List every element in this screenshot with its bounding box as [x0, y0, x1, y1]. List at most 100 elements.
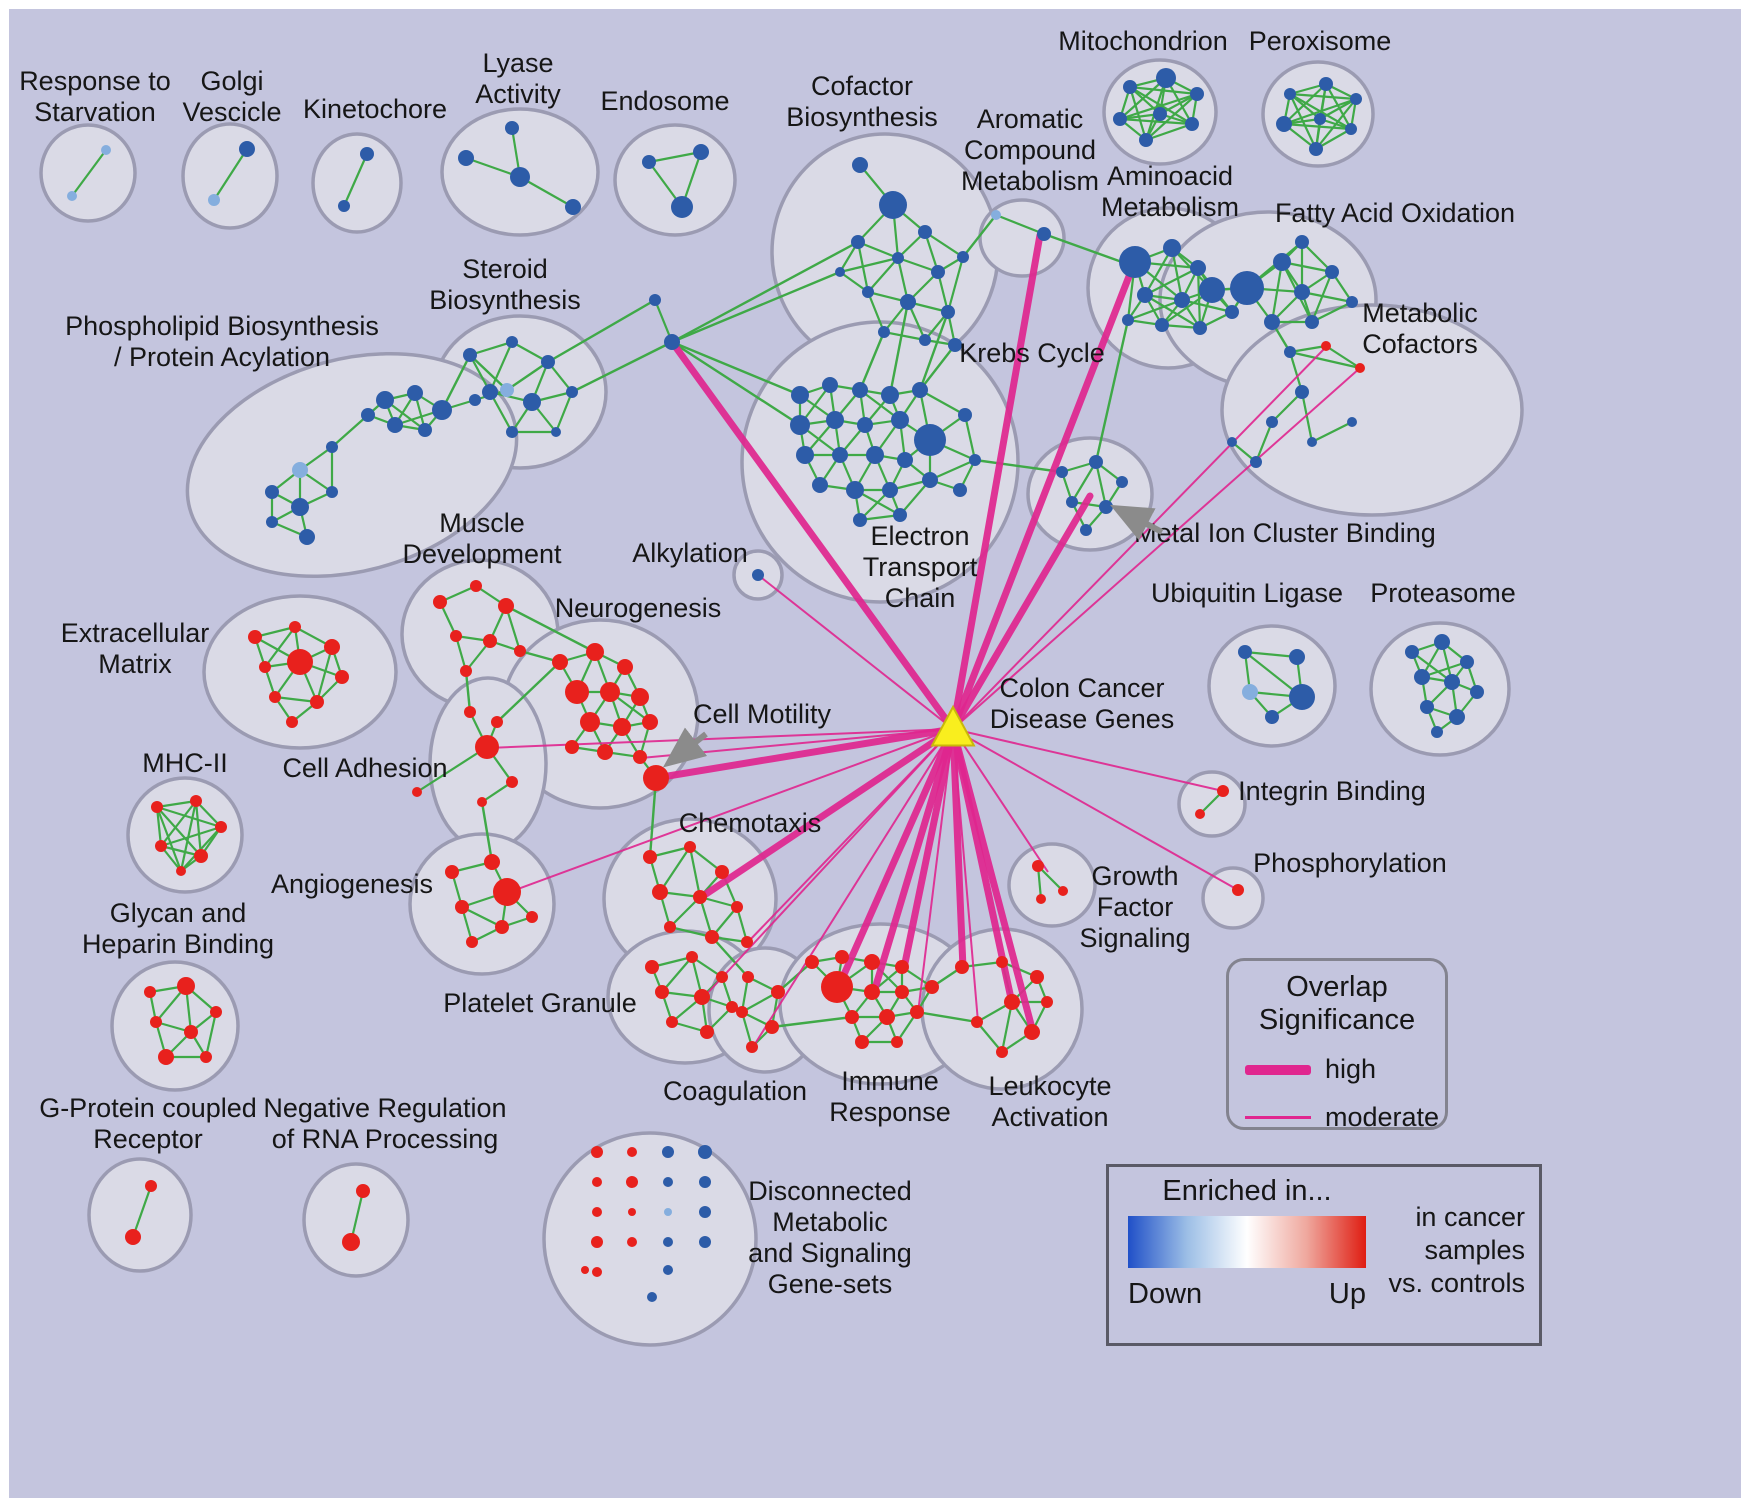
peroxisome-node: [1309, 142, 1323, 156]
chemotaxis-node: [731, 901, 743, 913]
leukocyte-activation-node: [1024, 1024, 1040, 1040]
metabolic-cofactors-edge: [1325, 345, 1361, 369]
metabolic-cofactors-edge: [1289, 350, 1361, 370]
cell-adhesion-node: [477, 797, 487, 807]
cell-adhesion-node: [491, 716, 503, 728]
overlap-edge-moderate: [752, 728, 954, 1048]
phospholipid-biosynthesis-node: [407, 385, 423, 401]
metal-ion-cluster-binding-edge: [1094, 461, 1108, 508]
extracellular-matrix-node: [269, 691, 281, 703]
metal-ion-cluster-binding-node: [1116, 476, 1128, 488]
electron-transport-chain-node: [914, 424, 946, 456]
steroid-biosynthesis-edge: [488, 341, 514, 393]
aminoacid-metabolism-node: [1174, 292, 1190, 308]
endosome-region: [613, 123, 737, 237]
metabolic-cofactors-node: [1347, 417, 1357, 427]
inter-cluster-edge: [858, 331, 886, 391]
phospholipid-biosynthesis-node: [432, 400, 452, 420]
electron-transport-chain-node: [832, 447, 848, 463]
cofactor-biosynthesis-node: [957, 251, 969, 263]
peroxisome-edge: [1283, 122, 1352, 131]
cofactor-biosynthesis-edge: [923, 231, 940, 273]
inter-cluster-edge: [919, 344, 956, 391]
peroxisome-node: [1350, 93, 1362, 105]
disconnected-gene-sets-node: [592, 1207, 602, 1217]
proteasome-region: [1369, 621, 1511, 757]
overlap-edge-high: [949, 262, 1137, 733]
electron-transport-chain-node: [882, 482, 898, 498]
steroid-biosynthesis-node: [523, 393, 541, 411]
negative-regulation-rna-processing-node: [356, 1184, 370, 1198]
metabolic-cofactors-node: [1266, 416, 1278, 428]
proteasome-node: [1431, 726, 1443, 738]
electron-transport-chain-edge: [929, 458, 976, 482]
lyase-activity-edge: [519, 176, 574, 208]
chemotaxis-edge: [669, 925, 713, 939]
steroid-biosynthesis-node: [463, 348, 477, 362]
immune-response-node: [821, 971, 853, 1003]
aromatic-compound-metabolism-node: [1037, 227, 1051, 241]
cofactor-biosynthesis-node: [851, 235, 865, 249]
neurogenesis-node: [565, 680, 589, 704]
chemotaxis-label: Chemotaxis: [679, 808, 822, 838]
overlap-legend-high-row: high: [1229, 1054, 1445, 1085]
immune-response-node: [895, 960, 909, 974]
disconnected-gene-sets-node: [663, 1177, 673, 1187]
endosome-node: [642, 155, 656, 169]
leukocyte-activation-node: [996, 956, 1008, 968]
fatty-acid-oxidation-label: Fatty Acid Oxidation: [1275, 198, 1515, 228]
junction-nodes-node: [664, 334, 680, 350]
ubiquitin-ligase-node: [1289, 649, 1305, 665]
chemotaxis-edge: [735, 906, 749, 943]
metal-ion-cluster-binding-node: [1099, 500, 1113, 514]
metabolic-cofactors-node: [1227, 437, 1237, 447]
enrichment-note: in cancer samples vs. controls: [1388, 1202, 1525, 1298]
mhc-ii-node: [151, 801, 163, 813]
phospholipid-biosynthesis-node: [387, 417, 403, 433]
platelet-granule-node: [645, 960, 659, 974]
inter-cluster-edge: [918, 311, 950, 391]
aminoacid-metabolism-node: [1225, 305, 1239, 319]
inter-cluster-edge: [671, 240, 859, 344]
neurogenesis-node: [552, 654, 568, 670]
peroxisome-edge: [1289, 93, 1321, 120]
lyase-activity-node: [510, 167, 530, 187]
leukocyte-activation-node: [996, 1046, 1008, 1058]
peroxisome-node: [1319, 77, 1333, 91]
immune-response-node: [895, 985, 909, 999]
phospholipid-biosynthesis-edge: [331, 414, 369, 448]
extracellular-matrix-node: [259, 661, 271, 673]
disconnected-gene-sets-node: [699, 1176, 711, 1188]
metal-ion-cluster-binding-label: Metal Ion Cluster Binding: [1134, 518, 1436, 548]
inter-cluster-edge: [711, 936, 749, 978]
cell-adhesion-node: [464, 706, 476, 718]
neurogenesis-node: [613, 718, 631, 736]
glycan-heparin-binding-node: [184, 1025, 198, 1039]
angiogenesis-node: [466, 936, 478, 948]
overlap-edge-high: [870, 725, 957, 996]
metal-ion-cluster-binding-node: [1089, 455, 1103, 469]
response-to-starvation-node: [101, 145, 111, 155]
electron-transport-chain-node: [791, 386, 809, 404]
metal-ion-cluster-binding-node: [1056, 466, 1068, 478]
moderate-significance-line-sample: [1245, 1116, 1311, 1119]
electron-transport-chain-node: [897, 452, 913, 468]
phospholipid-biosynthesis-node: [292, 462, 308, 478]
muscle-development-node: [460, 665, 472, 677]
enrichment-legend: Enriched in... Down Up in cancer samples…: [1106, 1164, 1542, 1346]
cofactor-biosynthesis-node: [835, 267, 845, 277]
overlap-edge-high: [900, 725, 957, 972]
g-protein-coupled-receptor-edge: [131, 1185, 153, 1238]
extracellular-matrix-edge: [315, 646, 334, 703]
angiogenesis-region: [408, 832, 556, 976]
immune-response-node: [855, 1035, 869, 1049]
cofactor-biosynthesis-edge: [897, 256, 939, 274]
glycan-heparin-binding-node: [150, 1016, 162, 1028]
